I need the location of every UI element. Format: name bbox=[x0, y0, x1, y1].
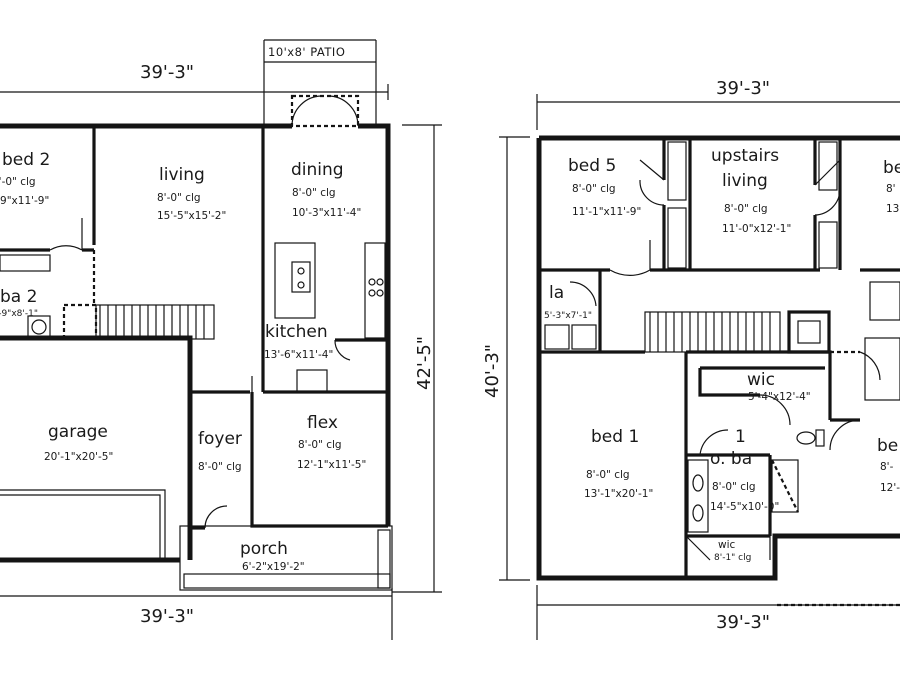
room-flex-size: 12'-1"x11'-5" bbox=[297, 459, 366, 471]
room-bed3-size: 12'-5 bbox=[880, 482, 900, 494]
room-dining-name: dining bbox=[291, 160, 344, 180]
first-floor-top-dimension: 39'-3" bbox=[0, 62, 389, 100]
room-upstairs-living-name-2: living bbox=[722, 171, 768, 191]
second-floor-bottom-dimension-label: 39'-3" bbox=[716, 612, 770, 633]
room-porch-name: porch bbox=[240, 539, 288, 559]
kitchen-island bbox=[274, 242, 386, 393]
room-foyer-name: foyer bbox=[198, 429, 242, 449]
room-wic-b-size: 8'-1" clg bbox=[714, 553, 751, 563]
room-dining-ceiling: 8'-0" clg bbox=[292, 187, 336, 199]
room-bed4-size: 13' bbox=[886, 203, 900, 215]
room-ba2-size: 5'-9"x8'-1" bbox=[0, 309, 38, 319]
porch-area bbox=[179, 525, 393, 591]
room-living-ceiling: 8'-0" clg bbox=[157, 192, 201, 204]
second-floor-plan: 39'-3" 40'-3" bbox=[482, 78, 900, 640]
room-living-name: living bbox=[159, 165, 205, 185]
room-bed3-ceiling: 8'- bbox=[880, 461, 894, 473]
room-foyer-ceiling: 8'-0" clg bbox=[198, 461, 242, 473]
second-floor-top-dimension: 39'-3" bbox=[536, 78, 900, 130]
room-bed2-size: 10'-9"x11'-9" bbox=[0, 195, 49, 207]
second-floor-stairs bbox=[644, 311, 781, 353]
room-bed2-name: bed 2 bbox=[2, 150, 50, 170]
room-oba-size: 14'-5"x10'-0" bbox=[710, 501, 779, 513]
room-bed1-name: bed 1 bbox=[591, 427, 639, 447]
patio-label: 10'x8' PATIO bbox=[268, 45, 345, 59]
patio: 10'x8' PATIO bbox=[263, 39, 377, 128]
room-living-size: 15'-5"x15'-2" bbox=[157, 210, 226, 222]
room-bed1-ceiling: 8'-0" clg bbox=[586, 469, 630, 481]
first-floor-bottom-dimension-label: 39'-3" bbox=[140, 606, 194, 627]
room-wic-a-size: 5'-4"x12'-4" bbox=[748, 391, 811, 403]
second-floor-side-dimension-label: 40'-3" bbox=[482, 344, 503, 398]
room-bed2-ceiling: 8'-0" clg bbox=[0, 176, 36, 188]
owner-bath-fixtures bbox=[687, 394, 825, 533]
room-dining-size: 10'-3"x11'-4" bbox=[292, 207, 361, 219]
second-floor-side-dimension: 40'-3" bbox=[482, 136, 530, 581]
room-la-size: 5'-3"x7'-1" bbox=[544, 311, 592, 321]
room-upstairs-living-name-1: upstairs bbox=[711, 146, 779, 166]
room-ba2-name: ba 2 bbox=[0, 287, 37, 307]
room-oba-ceiling: 8'-0" clg bbox=[712, 481, 756, 493]
room-garage-name: garage bbox=[48, 422, 108, 442]
room-kitchen-name: kitchen bbox=[265, 322, 328, 342]
first-floor-stairs bbox=[62, 303, 215, 341]
room-bed1-size: 13'-1"x20'-1" bbox=[584, 488, 653, 500]
first-floor-side-dimension: 42'-5" bbox=[392, 124, 442, 593]
room-kitchen-size: 13'-6"x11'-4" bbox=[264, 349, 333, 361]
room-la-name: la bbox=[549, 283, 564, 303]
room-porch-size: 6'-2"x19'-2" bbox=[242, 561, 305, 573]
room-upstairs-living-ceiling: 8'-0" clg bbox=[724, 203, 768, 215]
room-bed5-size: 11'-1"x11'-9" bbox=[572, 206, 641, 218]
room-bed5-ceiling: 8'-0" clg bbox=[572, 183, 616, 195]
room-flex-ceiling: 8'-0" clg bbox=[298, 439, 342, 451]
room-bed4-name: be bbox=[883, 158, 900, 178]
room-oba-name-2: o. ba bbox=[710, 449, 752, 469]
first-floor-top-dimension-label: 39'-3" bbox=[140, 62, 194, 83]
second-floor-bottom-dimension: 39'-3" bbox=[536, 585, 900, 640]
room-flex-name: flex bbox=[307, 413, 338, 433]
room-bed5-name: bed 5 bbox=[568, 156, 616, 176]
second-floor-top-dimension-label: 39'-3" bbox=[716, 78, 770, 99]
room-bed4-ceiling: 8' bbox=[886, 183, 896, 195]
first-floor-bottom-dimension: 39'-3" bbox=[0, 588, 393, 640]
room-garage-size: 20'-1"x20'-5" bbox=[44, 451, 113, 463]
room-upstairs-living-size: 11'-0"x12'-1" bbox=[722, 223, 791, 235]
room-wic-a-name: wic bbox=[747, 370, 775, 390]
room-wic-b-name: wic bbox=[718, 539, 736, 551]
room-bed3-name: be bbox=[877, 436, 898, 456]
first-floor-side-dimension-label: 42'-5" bbox=[414, 336, 435, 390]
room-oba-name-1: 1 bbox=[735, 427, 746, 447]
first-floor-plan: 39'-3" 10'x8' PATIO 42'-5" bbox=[0, 39, 442, 640]
